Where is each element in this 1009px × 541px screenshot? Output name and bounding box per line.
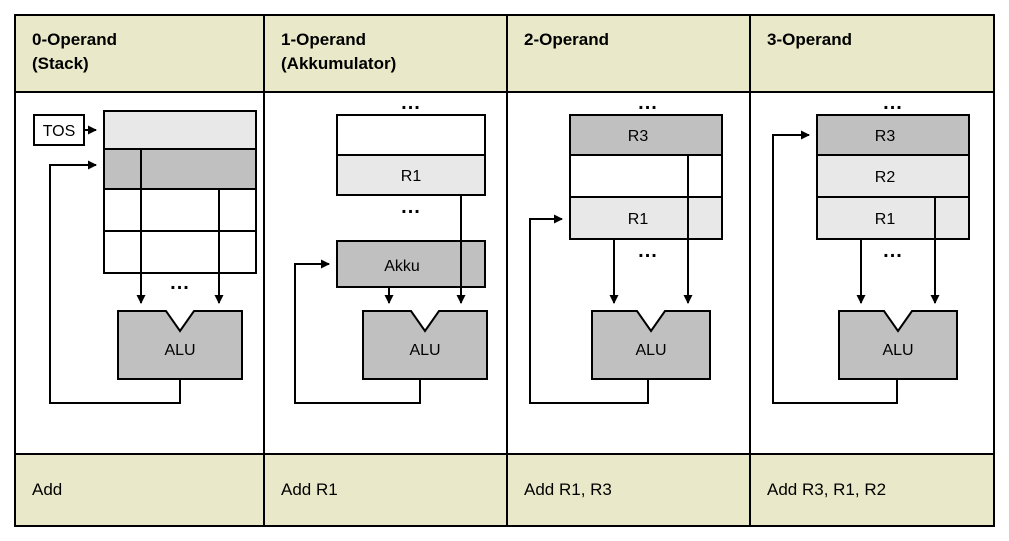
stack-architecture-diagram: TOS ... ALU	[16, 93, 263, 453]
instruction-text: Add	[32, 480, 63, 499]
header-title-line2: (Stack)	[32, 54, 89, 74]
registers-bottom-ellipsis: ...	[883, 240, 903, 262]
register-cell-empty	[336, 114, 486, 156]
alu-label: ALU	[164, 342, 195, 359]
alu-label: ALU	[882, 342, 913, 359]
register-label-r1: R1	[628, 211, 649, 228]
alu-shape	[117, 310, 243, 380]
register-cell-r3	[569, 114, 723, 156]
register-label-r1: R1	[401, 168, 422, 185]
alu-result-feedback-path	[529, 214, 649, 404]
diagram-cell-three-operand: ... R3 R2 R1 ... ALU	[751, 93, 993, 453]
accumulator-label: Akku	[384, 258, 420, 275]
registers-top-ellipsis: ...	[638, 93, 658, 114]
register-label-r2: R2	[875, 169, 896, 186]
stack-cell-second	[103, 148, 257, 190]
alu-result-feedback-path	[294, 259, 421, 404]
registers-bottom-ellipsis: ...	[401, 196, 421, 218]
diagram-cell-two-operand: ... R3 R1 ... ALU	[508, 93, 751, 453]
registers-top-ellipsis: ...	[401, 93, 421, 114]
register-label-r3: R3	[875, 128, 896, 145]
table-diagram-row: TOS ... ALU	[16, 93, 993, 453]
register-label-r1: R1	[875, 211, 896, 228]
instruction-cell-one-operand: Add R1	[265, 453, 508, 525]
header-cell-three-operand: 3-Operand	[751, 16, 993, 93]
stack-ellipsis: ...	[170, 272, 190, 294]
register-cell-r1	[336, 154, 486, 196]
stack-cell-third	[103, 188, 257, 232]
alu-result-feedback-path	[772, 130, 898, 404]
header-title-line1: 2-Operand	[524, 30, 610, 49]
register-cell-empty	[569, 154, 723, 198]
alu-shape	[838, 310, 958, 380]
registers-top-ellipsis: ...	[883, 93, 903, 114]
header-title-line2: (Akkumulator)	[281, 54, 397, 74]
alu-result-feedback-path	[49, 160, 181, 404]
stack-cell-fourth	[103, 230, 257, 274]
two-operand-architecture-diagram: ... R3 R1 ... ALU	[508, 93, 749, 453]
register-label-r3: R3	[628, 128, 649, 145]
diagram-cell-one-operand: ... R1 ... Akku ALU	[265, 93, 508, 453]
instruction-text: Add R1, R3	[524, 480, 612, 499]
tos-label: TOS	[43, 123, 76, 140]
alu-shape	[362, 310, 488, 380]
register-cell-r1	[569, 196, 723, 240]
header-cell-two-operand: 2-Operand	[508, 16, 751, 93]
diagram-cell-zero-operand: TOS ... ALU	[16, 93, 265, 453]
alu-label: ALU	[635, 342, 666, 359]
instruction-text: Add R3, R1, R2	[767, 480, 887, 499]
instruction-text: Add R1	[281, 480, 338, 499]
header-title-line1: 0-Operand	[32, 30, 118, 49]
header-cell-one-operand: 1-Operand (Akkumulator)	[265, 16, 508, 93]
accumulator-architecture-diagram: ... R1 ... Akku ALU	[265, 93, 506, 453]
alu-shape	[591, 310, 711, 380]
header-cell-zero-operand: 0-Operand (Stack)	[16, 16, 265, 93]
register-cell-r2	[816, 154, 970, 198]
three-operand-architecture-diagram: ... R3 R2 R1 ... ALU	[751, 93, 993, 453]
header-title-line1: 3-Operand	[767, 30, 853, 49]
operand-comparison-table: 0-Operand (Stack) 1-Operand (Akkumulator…	[14, 14, 995, 527]
table-instruction-row: Add Add R1 Add R1, R3 Add R3, R1, R2	[16, 453, 993, 525]
stack-cell-tos	[103, 110, 257, 150]
registers-bottom-ellipsis: ...	[638, 240, 658, 262]
alu-label: ALU	[409, 342, 440, 359]
instruction-cell-two-operand: Add R1, R3	[508, 453, 751, 525]
instruction-cell-zero-operand: Add	[16, 453, 265, 525]
register-cell-r1	[816, 196, 970, 240]
table-header-row: 0-Operand (Stack) 1-Operand (Akkumulator…	[16, 16, 993, 93]
instruction-cell-three-operand: Add R3, R1, R2	[751, 453, 993, 525]
header-title-line1: 1-Operand	[281, 30, 367, 49]
